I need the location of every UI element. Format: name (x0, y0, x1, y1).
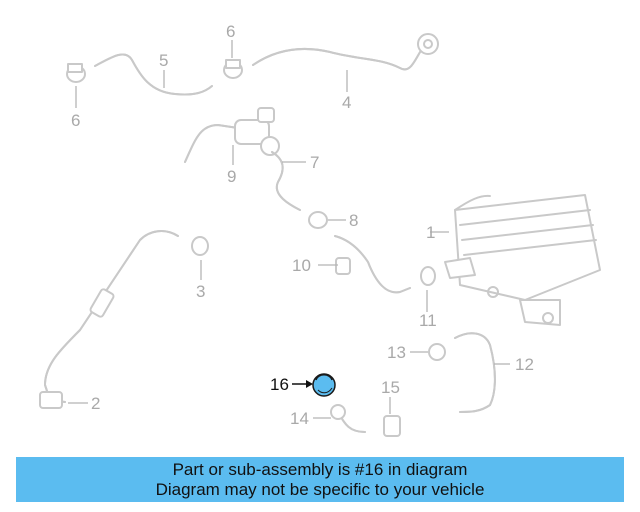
callout-1: 1 (426, 223, 435, 242)
part-13-oring (428, 343, 446, 361)
part-12-hose (454, 332, 496, 413)
part-5-hose (94, 53, 213, 96)
callout-4: 4 (342, 93, 351, 112)
callout-10: 10 (292, 256, 311, 275)
callout-11: 11 (419, 311, 437, 330)
callout-3: 3 (196, 282, 205, 301)
part-8-clamp (308, 211, 328, 229)
callout-14: 14 (290, 409, 309, 428)
part-15-clip (383, 415, 401, 437)
part-6-clamp-left (66, 63, 86, 83)
callout-16: 16 (270, 375, 289, 394)
callout-6-left: 6 (71, 111, 80, 130)
banner-line-disclaimer: Diagram may not be specific to your vehi… (155, 480, 485, 499)
info-banner: Part or sub-assembly is #16 in diagram D… (16, 457, 624, 502)
part-11-oring (420, 266, 436, 286)
banner-line-part: Part or sub-assembly is #16 in diagram (172, 460, 468, 479)
part-10-pipe (334, 235, 411, 294)
part-16-highlighted-clamp (312, 373, 336, 397)
part-4-hose (252, 33, 439, 71)
callout-12: 12 (515, 355, 534, 374)
callout-8: 8 (349, 211, 358, 230)
callout-13: 13 (387, 343, 406, 362)
callout-15: 15 (381, 378, 400, 397)
callout-5: 5 (159, 51, 168, 70)
part-2-pipe (39, 230, 179, 409)
callout-6-top: 6 (226, 22, 235, 41)
callout-9: 9 (227, 167, 236, 186)
callout-7: 7 (310, 153, 319, 172)
leader-lines (68, 40, 510, 419)
part-14-elbow (330, 404, 366, 433)
part-7-hose (271, 151, 301, 211)
part-6-clamp-right (223, 59, 243, 79)
parts-diagram: 1 2 3 4 5 6 6 7 8 9 10 11 12 13 14 15 16 (39, 22, 601, 437)
part-9-fitting (184, 107, 280, 163)
callout-2: 2 (91, 394, 100, 413)
part-3-oring (191, 236, 209, 256)
part-1-oil-cooler (444, 194, 601, 326)
